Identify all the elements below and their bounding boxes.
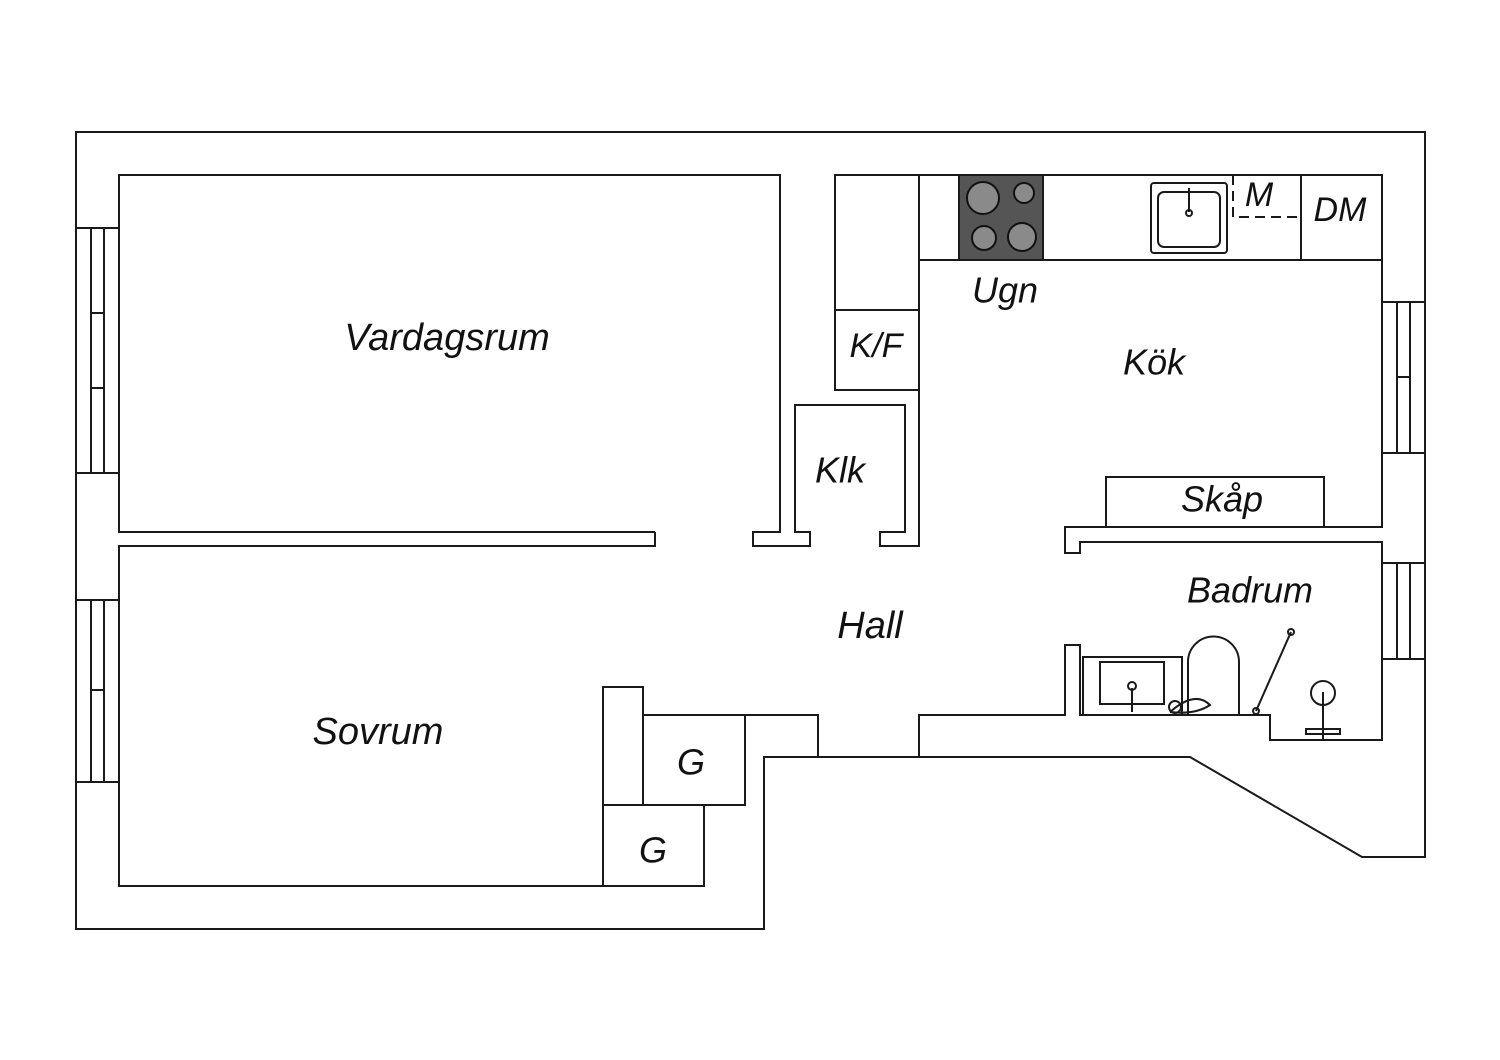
kitchen-counter bbox=[834, 174, 1383, 391]
wardrobe-2 bbox=[602, 804, 705, 887]
fixture-label-cabinet: Skåp bbox=[1181, 479, 1263, 520]
fixture-label-microwave: M bbox=[1245, 176, 1274, 214]
room-label-wardrobe-1: G bbox=[677, 742, 705, 783]
room-label-kitchen: Kök bbox=[1123, 342, 1187, 383]
room-label-bathroom: Badrum bbox=[1187, 570, 1313, 611]
window-kitchen bbox=[1381, 301, 1426, 454]
window-bathroom bbox=[1381, 562, 1426, 660]
fixture-label-oven: Ugn bbox=[972, 270, 1038, 311]
outer-wall bbox=[75, 131, 1426, 930]
window-living-room bbox=[75, 227, 120, 474]
room-label-closet: Klk bbox=[815, 450, 867, 491]
fridge-freezer bbox=[834, 309, 920, 391]
bathroom-fixtures bbox=[1082, 628, 1341, 740]
room-label-bedroom: Sovrum bbox=[313, 711, 444, 753]
cabinet bbox=[1105, 476, 1325, 528]
window-bedroom bbox=[75, 599, 120, 783]
stove-icon bbox=[958, 174, 1044, 261]
room-label-living-room: Vardagsrum bbox=[344, 317, 550, 359]
inner-walls bbox=[118, 174, 1383, 887]
room-label-hall: Hall bbox=[837, 605, 904, 647]
room-label-wardrobe-2: G bbox=[639, 830, 667, 871]
fixture-label-fridge-freezer: K/F bbox=[850, 327, 905, 365]
toilet-icon bbox=[1187, 635, 1240, 715]
fixture-label-dishwasher: DM bbox=[1314, 191, 1368, 229]
shower-door-icon bbox=[1255, 631, 1292, 712]
